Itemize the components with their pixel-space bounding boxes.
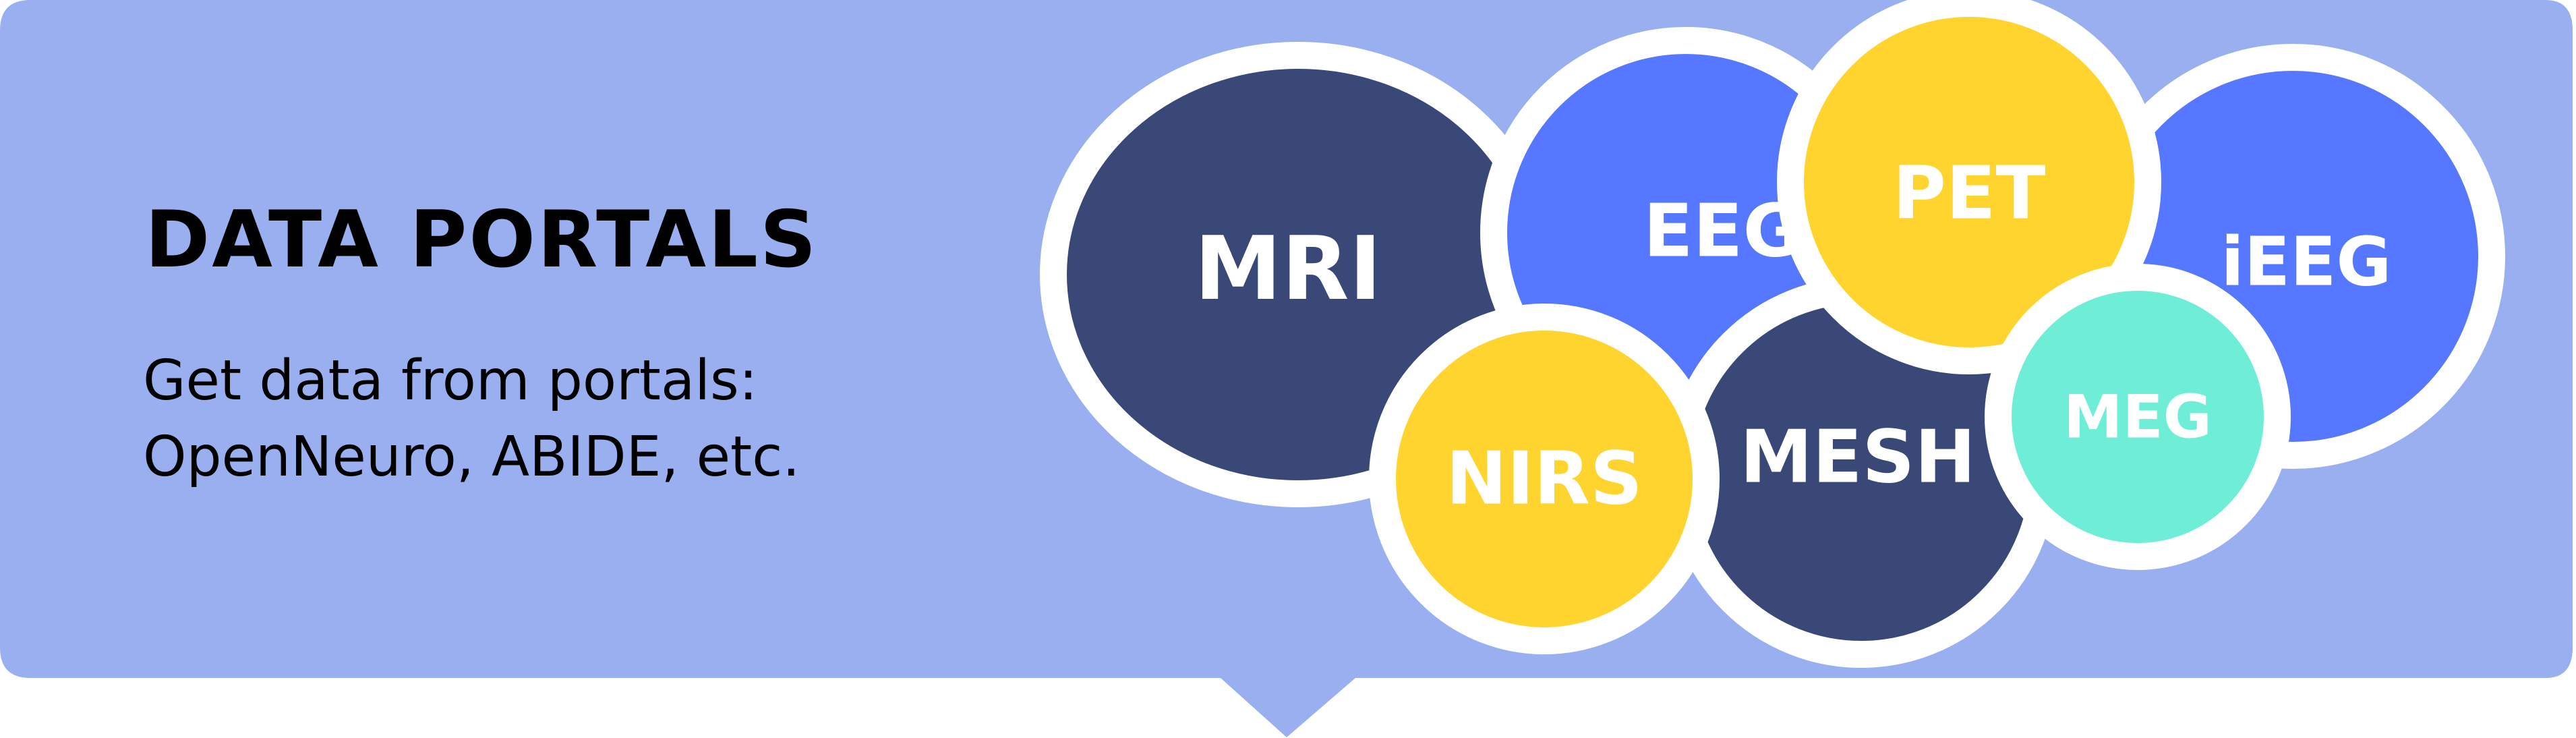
- section-description-line-2: OpenNeuro, ABIDE, etc.: [143, 425, 800, 489]
- bubble-mesh-label: MESH: [1740, 416, 1975, 500]
- section-title: DATA PORTALS: [145, 194, 818, 285]
- bubble-mri-label: MRI: [1194, 217, 1382, 320]
- bubble-nirs-label: NIRS: [1446, 437, 1643, 521]
- bubble-meg[interactable]: MEG: [1985, 264, 2291, 570]
- bubble-pet[interactable]: PET: [1777, 0, 2161, 374]
- bubble-nirs-circle: [1369, 304, 1720, 654]
- bubble-nirs[interactable]: NIRS: [1369, 304, 1720, 654]
- bubble-cluster: iEEG MRI EEG MESH PET NIRS MEG: [1040, 0, 2505, 668]
- bubble-eeg-label: EEG: [1643, 190, 1803, 274]
- section-description-line-1: Get data from portals:: [143, 349, 757, 413]
- bubble-ieeg-label: iEEG: [2221, 223, 2392, 302]
- bubble-pet-circle: [1777, 0, 2161, 374]
- bubble-meg-circle: [1985, 264, 2291, 570]
- bubble-meg-label: MEG: [2063, 382, 2212, 452]
- bubble-pet-label: PET: [1893, 152, 2046, 236]
